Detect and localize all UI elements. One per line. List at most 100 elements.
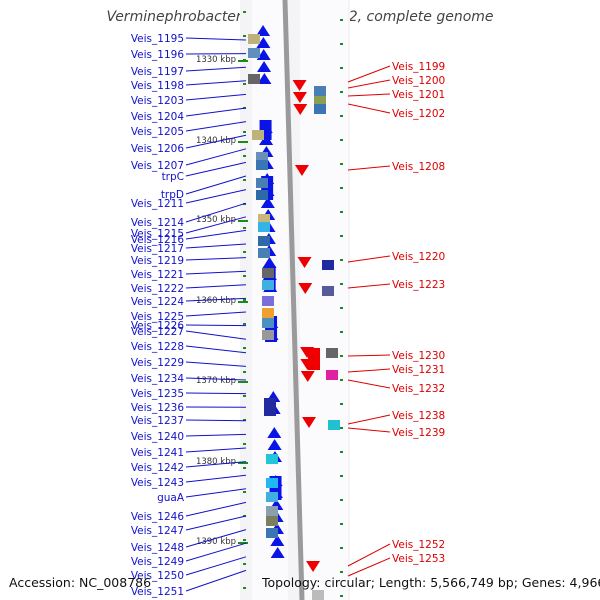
gene-category-box	[248, 48, 260, 58]
gene-category-box	[328, 420, 340, 430]
gene-category-box	[264, 398, 276, 408]
scale-tick-label: 1390 kbp	[196, 537, 236, 547]
forward-gene-arrow	[267, 427, 282, 438]
gene-label-left: Veis_1249	[131, 556, 184, 568]
gene-leader-line	[185, 501, 247, 517]
gene-leader-line	[185, 284, 247, 289]
reverse-gene-arrow	[294, 165, 309, 176]
gene-leader-line	[185, 529, 247, 548]
gene-category-box	[258, 214, 270, 224]
topology-label: Topology: circular; Length: 5,566,749 bp…	[262, 575, 600, 590]
gene-label-left: Veis_1226	[131, 320, 185, 332]
gene-label-left: Veis_1197	[131, 66, 184, 78]
reverse-gene-arrow	[302, 417, 317, 428]
gene-leader-line	[347, 165, 391, 171]
gene-category-box	[256, 152, 268, 162]
gene-leader-line	[185, 345, 247, 354]
gene-label-left: Veis_1225	[131, 311, 184, 323]
gene-leader-line	[185, 392, 247, 395]
gene-leader-line	[347, 103, 391, 114]
gene-leader-line	[185, 311, 247, 317]
gene-leader-line	[185, 361, 247, 367]
gene-leader-line	[185, 121, 247, 132]
gene-leader-line	[185, 270, 247, 275]
gene-label-left: trpD	[161, 189, 184, 201]
gene-leader-line	[185, 461, 247, 468]
gene-label-left: Veis_1243	[131, 477, 184, 489]
gene-category-box	[258, 236, 270, 246]
gene-label-right: Veis_1230	[392, 350, 445, 362]
gene-category-box	[266, 506, 278, 516]
gene-label-left: guaA	[157, 492, 185, 504]
gene-category-box	[256, 160, 268, 170]
reverse-gene-arrow	[293, 104, 308, 115]
gene-label-left: Veis_1211	[131, 198, 184, 210]
gene-leader-line	[185, 297, 247, 302]
gene-label-left: Veis_1224	[131, 296, 185, 308]
gene-leader-line	[185, 474, 247, 483]
gene-category-box	[256, 190, 268, 200]
gene-leader-line	[347, 543, 391, 567]
gene-leader-line	[185, 175, 247, 195]
gene-category-box	[262, 296, 274, 306]
gene-category-box	[322, 286, 334, 296]
gene-label-left: Veis_1242	[131, 462, 184, 474]
gene-leader-line	[185, 556, 247, 576]
gene-leader-line	[347, 427, 391, 433]
gene-leader-line	[185, 216, 247, 234]
gene-leader-line	[185, 80, 247, 86]
gene-label-left: Veis_1196	[131, 49, 185, 61]
gene-leader-line	[185, 161, 247, 177]
gene-label-right: Veis_1238	[392, 410, 445, 422]
gene-category-box	[266, 492, 278, 502]
forward-gene-arrow	[267, 439, 282, 450]
genome-backbone	[282, 0, 305, 600]
gene-category-box	[264, 406, 276, 416]
gene-label-left: Veis_1235	[131, 388, 184, 400]
gene-label-right: Veis_1200	[392, 75, 445, 87]
gene-label-left: Veis_1241	[131, 447, 184, 459]
gene-leader-line	[185, 243, 247, 249]
gene-leader-line	[185, 202, 247, 223]
scale-tick-label: 1340 kbp	[196, 136, 236, 146]
gene-leader-line	[185, 515, 247, 531]
gene-category-box	[252, 130, 264, 140]
gene-label-left: Veis_1228	[131, 341, 184, 353]
gene-label-left: Veis_1234	[131, 373, 185, 385]
gene-label-right: Veis_1208	[392, 161, 445, 173]
gene-label-left: Veis_1217	[131, 243, 184, 255]
gene-leader-line	[185, 569, 247, 592]
gene-leader-line	[185, 542, 247, 562]
gene-leader-line	[185, 93, 247, 101]
gene-label-left: Veis_1195	[131, 33, 184, 45]
forward-gene-arrow	[256, 49, 271, 60]
gene-label-left: Veis_1221	[131, 269, 184, 281]
gene-leader-line	[185, 377, 247, 381]
gene-leader-line	[185, 419, 247, 422]
gene-leader-line	[185, 433, 247, 437]
gene-label-left: Veis_1214	[131, 217, 185, 229]
gene-leader-line	[185, 107, 247, 117]
scale-tick-label: 1360 kbp	[196, 296, 236, 306]
gene-label-left: Veis_1247	[131, 525, 184, 537]
gene-label-right: Veis_1223	[392, 279, 445, 291]
gene-category-box	[326, 370, 338, 380]
gene-category-box	[248, 34, 260, 44]
gene-category-box	[266, 516, 278, 526]
gene-label-left: Veis_1219	[131, 255, 184, 267]
gene-leader-line	[347, 93, 391, 97]
gene-category-box	[314, 96, 326, 106]
scale-tick-label: 1370 kbp	[196, 376, 236, 386]
gene-label-right: Veis_1239	[392, 427, 445, 439]
gene-leader-line	[185, 229, 247, 240]
gene-leader-line	[347, 65, 391, 83]
gene-leader-line	[185, 257, 247, 261]
gene-category-box	[262, 330, 274, 340]
reverse-gene-arrow	[300, 371, 315, 382]
reverse-gene-arrow	[292, 92, 307, 103]
gene-leader-line	[185, 134, 247, 149]
gene-category-box	[326, 348, 338, 358]
gene-label-left: Veis_1207	[131, 160, 184, 172]
gene-leader-line	[185, 324, 247, 327]
